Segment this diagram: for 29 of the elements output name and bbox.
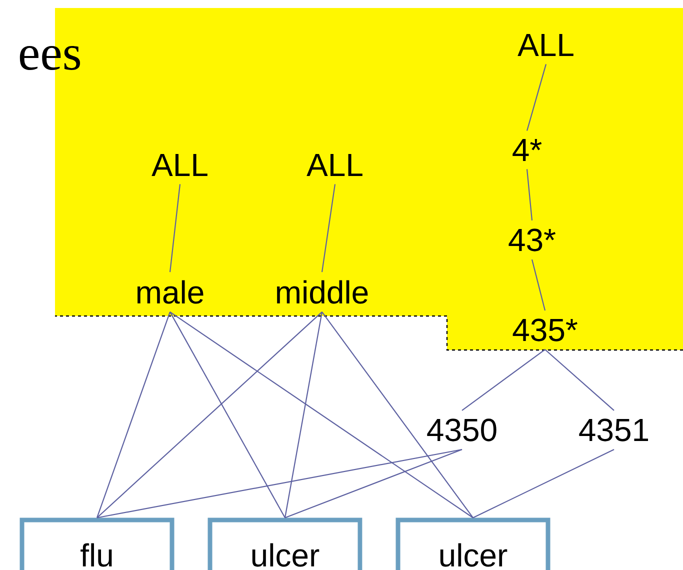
connector-line — [96, 448, 462, 518]
category-box: flu — [20, 518, 174, 570]
connector-line — [284, 449, 462, 518]
connector-line — [96, 312, 171, 518]
connector-line — [544, 349, 614, 411]
hierarchy-label: 4* — [512, 139, 542, 161]
category-box: ulcer — [208, 518, 362, 570]
connector-line — [462, 349, 546, 411]
hierarchy-label: ALL — [518, 34, 574, 56]
connector-line — [321, 184, 336, 272]
connector-line — [284, 312, 323, 518]
connector-line — [526, 169, 533, 221]
category-box: ulcer — [396, 518, 550, 570]
hierarchy-label: male — [137, 280, 204, 304]
connector-line — [526, 64, 547, 131]
connector-line — [170, 312, 286, 518]
hierarchy-label: 43* — [508, 228, 556, 252]
hierarchy-label: ALL — [152, 154, 208, 176]
connector-line — [170, 311, 474, 518]
hierarchy-label: middle — [277, 280, 368, 304]
hierarchy-label: 4350 — [427, 418, 496, 442]
connector-line — [531, 259, 546, 311]
connector-line — [472, 449, 614, 518]
hierarchy-label: 435* — [512, 318, 578, 342]
connector-line — [96, 312, 322, 518]
hierarchy-label: 4351 — [579, 418, 648, 442]
connector-line — [322, 312, 474, 518]
connector-line — [169, 184, 181, 272]
hierarchy-label: ALL — [306, 154, 362, 176]
